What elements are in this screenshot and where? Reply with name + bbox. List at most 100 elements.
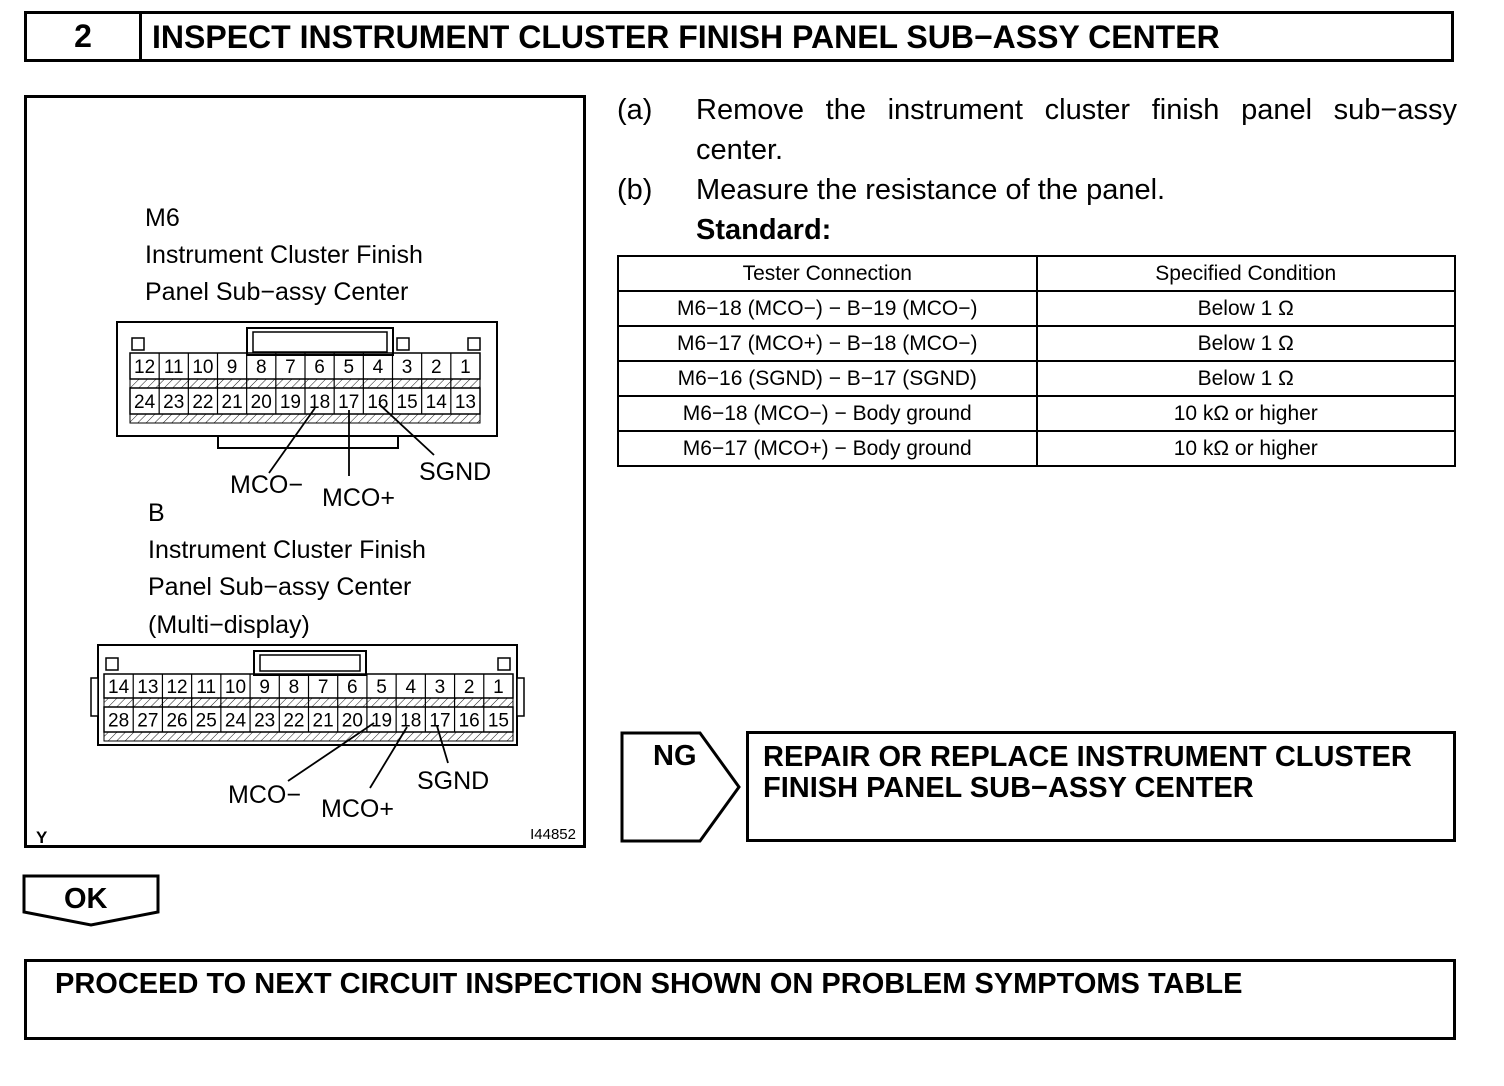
pin-number: 7 — [318, 677, 329, 698]
tester-connection-cell: M6−17 (MCO+) − Body ground — [617, 430, 1038, 467]
specified-condition-cell: 10 kΩ or higher — [1035, 430, 1456, 467]
pin-number: 15 — [397, 392, 418, 413]
pin-number: 20 — [342, 710, 363, 731]
pin-number: 20 — [251, 392, 272, 413]
pin-number: 6 — [347, 677, 358, 698]
pin-number: 23 — [163, 392, 184, 413]
m6-mco-plus-label: MCO+ — [322, 484, 395, 512]
procedure-steps: (a) Remove the instrument cluster finish… — [617, 90, 1457, 250]
tester-connection-cell: M6−18 (MCO−) − Body ground — [617, 395, 1038, 432]
step-b: (b) Measure the resistance of the panel. — [617, 170, 1457, 210]
pin-number: 1 — [493, 677, 504, 698]
step-a: (a) Remove the instrument cluster finish… — [617, 90, 1457, 170]
pin-number: 28 — [108, 710, 129, 731]
tester-connection-cell: M6−18 (MCO−) − B−19 (MCO−) — [617, 290, 1038, 327]
pin-number: 10 — [225, 677, 246, 698]
b-code: B — [148, 499, 165, 527]
pin-number: 9 — [259, 677, 270, 698]
b-mco-plus-label: MCO+ — [321, 795, 394, 823]
table-row: M6−18 (MCO−) − B−19 (MCO−) Below 1 Ω — [617, 290, 1456, 327]
step-number: 2 — [27, 14, 142, 59]
proceed-text: PROCEED TO NEXT CIRCUIT INSPECTION SHOWN… — [55, 968, 1243, 1000]
corner-mark: Y — [36, 828, 48, 847]
specified-condition-cell: 10 kΩ or higher — [1035, 395, 1456, 432]
specified-condition-cell: Below 1 Ω — [1035, 290, 1456, 327]
b-mco-plus-leader — [369, 726, 408, 789]
step-a-letter: (a) — [617, 94, 653, 126]
ng-result-box: REPAIR OR REPLACE INSTRUMENT CLUSTER FIN… — [746, 731, 1456, 842]
ng-result-line2: FINISH PANEL SUB−ASSY CENTER — [763, 772, 1254, 804]
pin-number: 18 — [309, 392, 330, 413]
ng-result-text: REPAIR OR REPLACE INSTRUMENT CLUSTER FIN… — [763, 742, 1412, 804]
ok-arrow-icon — [22, 874, 160, 927]
pin-number: 19 — [371, 710, 392, 731]
step-b-letter: (b) — [617, 174, 653, 206]
table-row: M6−16 (SGND) − B−17 (SGND) Below 1 Ω — [617, 360, 1456, 397]
pin-number: 22 — [283, 710, 304, 731]
table-row: M6−18 (MCO−) − Body ground 10 kΩ or high… — [617, 395, 1456, 432]
specified-condition-cell: Below 1 Ω — [1035, 360, 1456, 397]
m6-name-line2: Panel Sub−assy Center — [145, 278, 408, 306]
pin-number: 21 — [222, 392, 243, 413]
ng-result-line1: REPAIR OR REPLACE INSTRUMENT CLUSTER — [763, 741, 1412, 773]
pin-number: 3 — [402, 357, 413, 378]
pin-number: 16 — [459, 710, 480, 731]
pin-number: 12 — [166, 677, 187, 698]
tester-connection-cell: M6−16 (SGND) − B−17 (SGND) — [617, 360, 1038, 397]
figure-id: I44852 — [530, 826, 576, 843]
pin-number: 18 — [400, 710, 421, 731]
b-mco-minus-label: MCO− — [228, 781, 301, 809]
b-name-line1: Instrument Cluster Finish — [148, 536, 426, 564]
b-name-line2: Panel Sub−assy Center — [148, 573, 411, 601]
table-row: M6−17 (MCO+) − Body ground 10 kΩ or high… — [617, 430, 1456, 467]
pin-number: 5 — [343, 357, 354, 378]
header-specified-condition: Specified Condition — [1035, 255, 1456, 292]
pin-number: 14 — [426, 392, 448, 413]
pin-number: 5 — [376, 677, 387, 698]
ng-arrow-icon — [620, 731, 741, 843]
pin-number: 4 — [373, 357, 384, 378]
ng-label: NG — [653, 740, 697, 772]
pin-number: 17 — [338, 392, 359, 413]
standard-label: Standard: — [696, 214, 832, 246]
table-header-row: Tester Connection Specified Condition — [617, 255, 1456, 292]
pin-number: 27 — [137, 710, 158, 731]
pin-number: 15 — [488, 710, 509, 731]
pin-number: 3 — [435, 677, 446, 698]
pin-number: 23 — [254, 710, 275, 731]
pin-number: 11 — [196, 677, 216, 698]
b-sgnd-label: SGND — [417, 767, 489, 795]
connector-diagram: M6 Instrument Cluster Finish Panel Sub−a… — [36, 204, 576, 847]
m6-name-line1: Instrument Cluster Finish — [145, 241, 423, 269]
step-header: 2 INSPECT INSTRUMENT CLUSTER FINISH PANE… — [24, 11, 1454, 62]
ok-label: OK — [64, 883, 108, 915]
m6-mco-minus-label: MCO− — [230, 471, 303, 499]
pin-number: 10 — [192, 357, 213, 378]
pin-number: 4 — [405, 677, 416, 698]
standard-table: Tester Connection Specified Condition M6… — [617, 255, 1456, 467]
pin-number: 24 — [225, 710, 247, 731]
b-name-line3: (Multi−display) — [148, 611, 310, 639]
table-row: M6−17 (MCO+) − B−18 (MCO−) Below 1 Ω — [617, 325, 1456, 362]
pin-number: 13 — [455, 392, 476, 413]
m6-sgnd-leader — [378, 403, 435, 456]
pin-number: 17 — [429, 710, 450, 731]
pin-number: 1 — [460, 357, 471, 378]
pin-number: 2 — [464, 677, 475, 698]
tester-connection-cell: M6−17 (MCO+) − B−18 (MCO−) — [617, 325, 1038, 362]
specified-condition-cell: Below 1 Ω — [1035, 325, 1456, 362]
pin-number: 6 — [314, 357, 325, 378]
pin-number: 8 — [256, 357, 267, 378]
b-mco-minus-leader — [287, 722, 375, 782]
step-title: INSPECT INSTRUMENT CLUSTER FINISH PANEL … — [152, 19, 1220, 55]
pin-number: 19 — [280, 392, 301, 413]
pin-number: 22 — [192, 392, 213, 413]
header-tester-connection: Tester Connection — [617, 255, 1038, 292]
pin-number: 26 — [166, 710, 187, 731]
pin-number: 9 — [227, 357, 238, 378]
m6-mco-minus-leader — [268, 407, 316, 474]
m6-sgnd-label: SGND — [419, 458, 491, 486]
step-b-text: Measure the resistance of the panel. — [696, 174, 1166, 206]
pin-number: 7 — [285, 357, 296, 378]
